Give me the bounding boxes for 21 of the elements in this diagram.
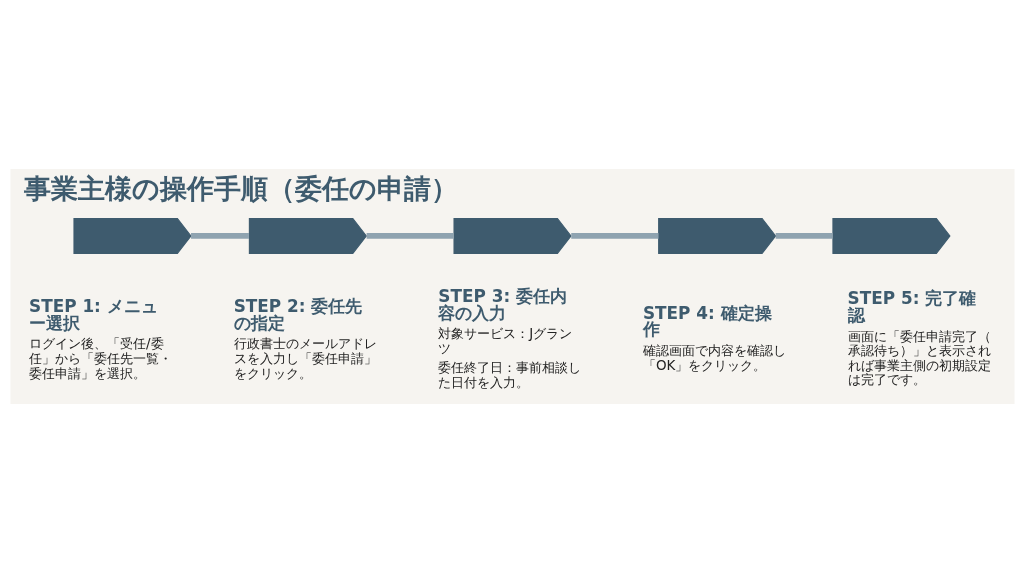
node-label: STEP 1: メニュー選択 xyxy=(28,295,158,333)
node-label: STEP 4: 確定操作 xyxy=(642,302,772,339)
node-label: 画面に「委任申請完了（承認待ち）」と表示されれば事業主側の初期設定は完了です。 xyxy=(847,327,991,387)
node-label: 確認画面で内容を確認し「OK」をクリック。 xyxy=(642,341,786,373)
connector xyxy=(190,232,249,239)
node-label: STEP 5: 完了確認 xyxy=(847,287,976,325)
diagram-title: 事業主様の操作手順（委任の申請） xyxy=(23,172,458,204)
node-chevron xyxy=(248,217,367,254)
node-label: 対象サービス：Jグランツ xyxy=(437,324,572,356)
node-label: 委任終了日：事前相談した日付を入力。 xyxy=(437,358,581,390)
connector xyxy=(570,232,658,239)
node-chevron xyxy=(831,217,951,254)
node-label: 行政書士のメールアドレスを入力し「委任申請」をクリック。 xyxy=(233,334,377,381)
connector xyxy=(775,232,833,239)
node-label: ログイン後、「受任/委任」から「委任先一覧・委任申請」を選択。 xyxy=(28,334,172,381)
node-chevron xyxy=(452,217,572,254)
node-chevron xyxy=(72,217,192,254)
node-chevron xyxy=(657,217,776,254)
node-label: STEP 3: 委任内容の入力 xyxy=(437,285,567,323)
connector xyxy=(366,232,454,239)
node-label: STEP 2: 委任先の指定 xyxy=(233,295,362,333)
